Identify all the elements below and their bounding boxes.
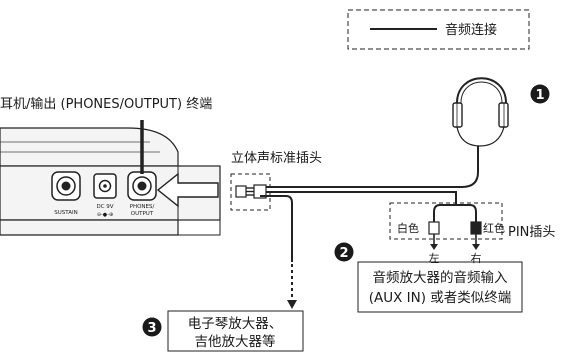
stereo-plug xyxy=(235,184,267,199)
channel-right-label: 右 xyxy=(471,251,482,265)
sustain-jack xyxy=(51,171,81,201)
phones-label-2: OUTPUT xyxy=(131,211,154,217)
cable-to-headphones xyxy=(266,146,479,188)
amp-box-line2: 吉他放大器等 xyxy=(195,333,276,350)
marker-2: 2 xyxy=(334,242,354,262)
sustain-label: SUSTAIN xyxy=(54,210,77,216)
dc-label: DC 9V xyxy=(96,204,113,210)
amp-arrowhead xyxy=(287,300,297,309)
pin-plug-box xyxy=(389,202,503,240)
marker-1-text: 1 xyxy=(535,88,544,103)
cable-to-pin xyxy=(266,191,457,205)
pin-plug-label: PIN插头 xyxy=(508,225,555,240)
marker-1: 1 xyxy=(530,84,550,104)
dc-jack xyxy=(93,173,117,199)
aux-input-box xyxy=(357,261,523,313)
pin-red-label: 红色 xyxy=(483,221,505,235)
pin-plug-red xyxy=(470,221,482,250)
channel-left-label: 左 xyxy=(429,252,440,265)
marker-2-text: 2 xyxy=(339,246,348,261)
phones-output-jack xyxy=(127,171,157,201)
instrument-amp-box xyxy=(167,310,304,352)
headphone-port-label: 耳机/输出 (PHONES/OUTPUT) 终端 xyxy=(0,96,212,112)
stereo-plug-label: 立体声标准插头 xyxy=(231,151,322,166)
aux-box-line1: 音频放大器的音频输入 xyxy=(373,269,508,286)
legend-label: 音频连接 xyxy=(445,22,497,38)
phones-label-1: PHONES/ xyxy=(130,204,155,210)
legend-box xyxy=(347,9,530,50)
marker-3: 3 xyxy=(142,317,162,337)
headphones-icon xyxy=(452,77,509,147)
dc-polarity: ⊖-●-⊕ xyxy=(97,212,113,218)
keyboard-body xyxy=(0,127,221,236)
insert-arrow xyxy=(156,172,219,208)
marker-3-text: 3 xyxy=(147,321,156,336)
pin-white-label: 白色 xyxy=(397,221,419,235)
pin-plug-white xyxy=(428,221,440,250)
aux-box-line2: (AUX IN) 或者类似终端 xyxy=(369,290,512,306)
amp-box-line1: 电子琴放大器、 xyxy=(188,316,283,332)
cable-to-amp xyxy=(260,195,293,262)
